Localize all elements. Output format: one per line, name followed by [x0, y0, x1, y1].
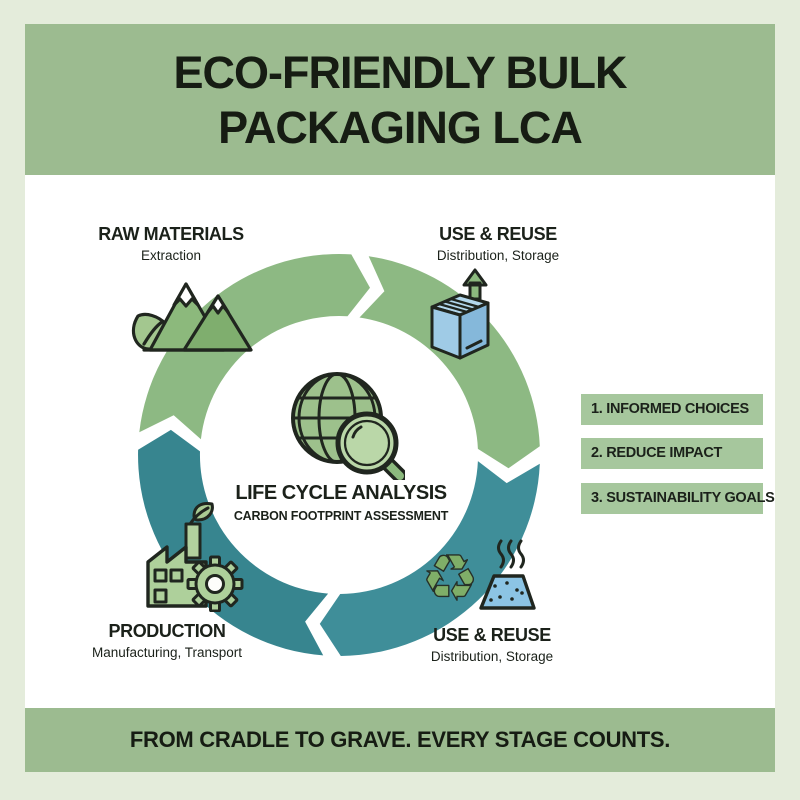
stage-production: PRODUCTION Manufacturing, Transport [92, 621, 242, 660]
stage-label: PRODUCTION [108, 621, 226, 641]
stage-raw-materials: RAW MATERIALS Extraction [98, 224, 244, 263]
stage-label: USE & REUSE [433, 625, 551, 645]
footer-tagline: FROM CRADLE TO GRAVE. EVERY STAGE COUNTS… [129, 727, 671, 752]
stage-label: USE & REUSE [439, 224, 557, 244]
globe-magnifier-icon [291, 372, 405, 480]
stage-sublabel: Manufacturing, Transport [91, 645, 243, 660]
footer-band: FROM CRADLE TO GRAVE. EVERY STAGE COUNTS… [25, 708, 775, 772]
benefit-informed-choices: 1. INFORMED CHOICES [581, 394, 763, 425]
stage-sublabel: Distribution, Storage [430, 649, 554, 664]
box-arrow-icon [430, 268, 490, 360]
center-subtitle: CARBON FOOTPRINT ASSESSMENT [233, 509, 449, 523]
page-title-line-2: PACKAGING LCA [218, 101, 583, 153]
stage-label: RAW MATERIALS [98, 224, 244, 244]
page-title-line-1: ECO-FRIENDLY BULK [173, 46, 627, 98]
svg-text:♻: ♻ [421, 542, 478, 613]
stage-use-reuse-bottom: USE & REUSE Distribution, Storage [431, 625, 553, 664]
center-title: LIFE CYCLE ANALYSIS [235, 482, 447, 504]
benefit-sustainability-goals: 3. SUSTAINABILITY GOALS [581, 483, 775, 514]
stage-use-reuse-top: USE & REUSE Distribution, Storage [437, 224, 559, 263]
header-band: ECO-FRIENDLY BULK PACKAGING LCA [25, 24, 775, 175]
stage-sublabel: Distribution, Storage [436, 248, 560, 263]
factory-gear-icon [146, 502, 244, 612]
recycle-compost-icon: ♻ [421, 539, 536, 613]
benefit-reduce-impact: 2. REDUCE IMPACT [581, 438, 763, 469]
stage-sublabel: Extraction [140, 248, 202, 263]
mountains-leaf-icon [132, 282, 253, 352]
center-labels: LIFE CYCLE ANALYSIS CARBON FOOTPRINT ASS… [234, 482, 448, 523]
